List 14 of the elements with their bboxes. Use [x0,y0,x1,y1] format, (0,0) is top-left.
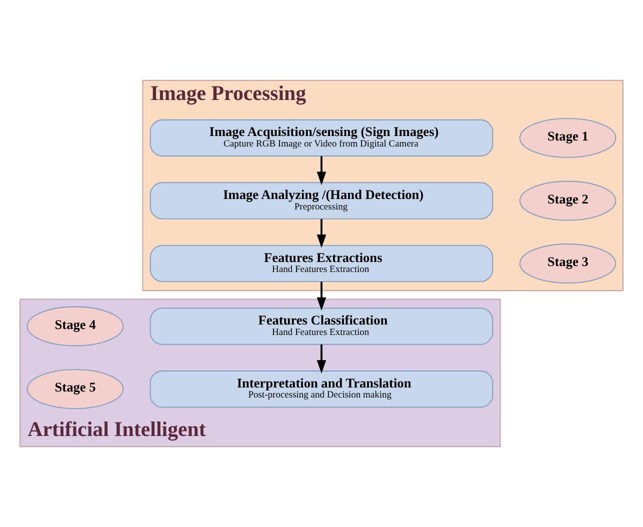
node-box: Image Acquisition/sensing (Sign Images) Capture RGB Image or Video from Digital Camera [150,119,494,156]
node-ellipse: Stage 2 [519,180,616,221]
arrow [316,282,326,311]
node-box: Features Classification Hand Features Extraction [150,308,494,345]
node-ellipse: Stage 3 [519,244,616,284]
node-ellipse: Stage 4 [26,306,124,346]
node-box: Interpretation and Translation Post-processing and Decision making [150,370,494,408]
node-ellipse: Stage 1 [519,118,616,158]
arrow [316,344,326,374]
node-ellipse: Stage 5 [26,369,124,410]
arrow [316,218,326,248]
node-box: Image Analyzing /(Hand Detection) Preprocessing [150,182,494,220]
node-box: Features Extractions Hand Features Extraction [150,244,494,282]
arrow [316,156,326,186]
